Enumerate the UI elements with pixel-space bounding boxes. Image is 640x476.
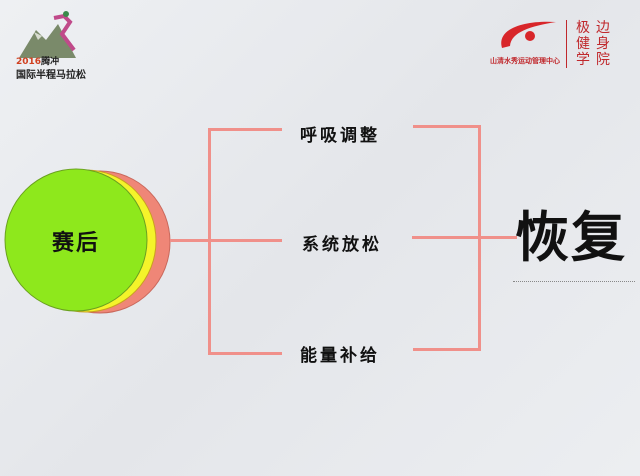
item-breathing: 呼吸调整: [300, 126, 380, 146]
right-branch-3: [413, 348, 481, 351]
connector-line: [170, 239, 210, 242]
item-relaxation: 系统放松: [302, 235, 382, 255]
left-branch-2: [208, 239, 282, 242]
right-branch-1: [413, 125, 481, 128]
logo-title-1: 腾冲: [41, 57, 60, 67]
academy-char: 身: [596, 36, 610, 52]
logo-title-2: 国际半程马拉松: [16, 70, 86, 81]
right-branch-2: [412, 236, 517, 239]
academy-char: 边: [596, 20, 610, 36]
green-circle: [4, 168, 148, 312]
source-label: 赛后: [51, 230, 100, 256]
academy-logo: 山清水秀运动管理中心 极 边 健 身 学 院: [490, 18, 630, 70]
source-circles: [4, 168, 171, 314]
academy-char: 学: [576, 52, 590, 68]
result-label: 恢复: [515, 205, 627, 269]
marathon-logo: 2016腾冲 国际半程马拉松: [14, 10, 94, 82]
logo-year: 2016: [16, 57, 42, 67]
academy-char: 院: [596, 52, 610, 68]
left-branch-1: [208, 128, 282, 131]
swoosh-icon: [501, 21, 556, 48]
item-energy: 能量补给: [300, 346, 380, 366]
runner-mountain-icon: [19, 11, 76, 58]
org-name: 山清水秀运动管理中心: [490, 57, 560, 65]
logo-divider: [566, 20, 567, 68]
academy-char: 极: [576, 20, 590, 36]
right-bracket-vertical: [478, 125, 481, 351]
left-branch-3: [208, 352, 282, 355]
result-underline: [513, 281, 635, 282]
academy-char: 健: [576, 36, 590, 52]
